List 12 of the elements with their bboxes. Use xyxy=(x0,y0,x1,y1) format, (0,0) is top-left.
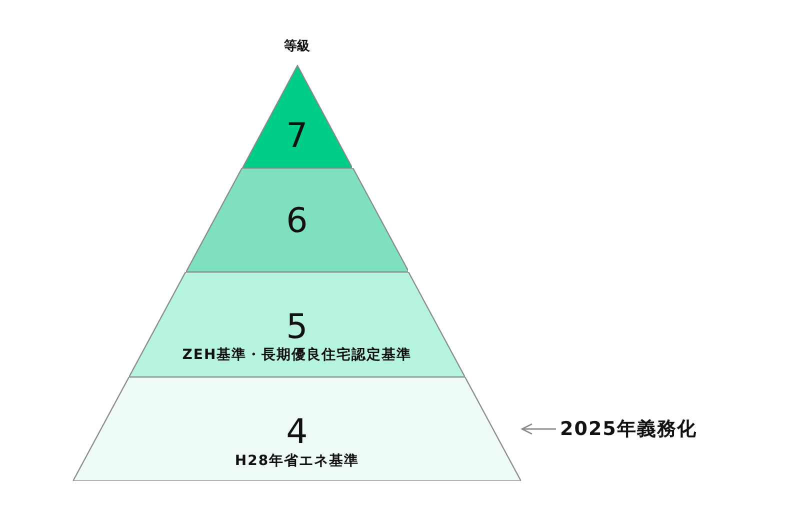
annotation-text: 2025年義務化 xyxy=(560,416,697,442)
grade-number: 5 xyxy=(286,310,308,344)
grade-number: 7 xyxy=(286,119,308,153)
standard-label: ZEH基準・長期優良住宅認定基準 xyxy=(182,348,412,362)
pyramid-tier xyxy=(73,377,521,481)
standard-label: H28年省エネ基準 xyxy=(234,454,360,468)
arrow xyxy=(521,423,556,435)
grade-number: 4 xyxy=(286,415,308,449)
grade-number: 6 xyxy=(286,204,308,238)
heading: 等級 xyxy=(284,38,310,55)
pyramid-tier xyxy=(129,272,465,377)
pyramid-tier xyxy=(186,168,408,272)
